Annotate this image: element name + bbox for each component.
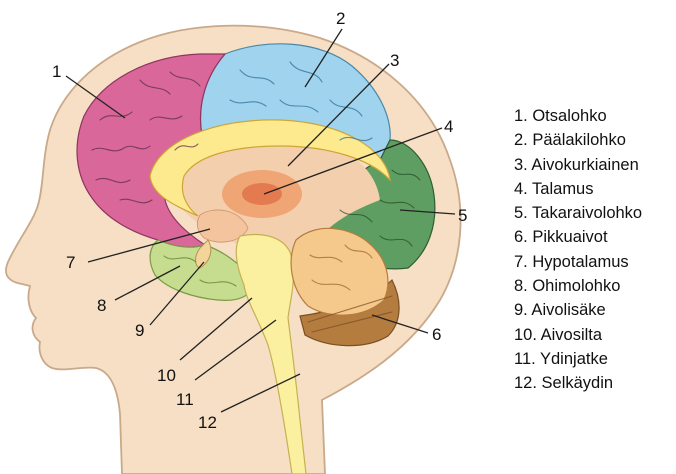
label-2: 2 [336, 9, 345, 28]
legend-item: 6. Pikkuaivot [514, 225, 642, 249]
label-3: 3 [390, 51, 399, 70]
thalamus-core [242, 183, 282, 205]
label-11: 11 [176, 390, 194, 409]
label-6: 6 [432, 325, 441, 344]
label-10: 10 [157, 366, 176, 385]
legend-item: 2. Päälakilohko [514, 128, 642, 152]
label-7: 7 [66, 253, 75, 272]
label-9: 9 [135, 321, 144, 340]
legend-item: 4. Talamus [514, 177, 642, 201]
legend-item: 9. Aivolisäke [514, 298, 642, 322]
legend-item: 11. Ydinjatke [514, 347, 642, 371]
label-5: 5 [458, 206, 467, 225]
legend-item: 8. Ohimolohko [514, 274, 642, 298]
legend-item: 7. Hypotalamus [514, 250, 642, 274]
legend-item: 1. Otsalohko [514, 104, 642, 128]
label-4: 4 [444, 117, 453, 136]
legend-item: 3. Aivokurkiainen [514, 153, 642, 177]
legend-item: 10. Aivosilta [514, 323, 642, 347]
label-8: 8 [97, 296, 106, 315]
label-12: 12 [198, 413, 217, 432]
legend-item: 5. Takaraivolohko [514, 201, 642, 225]
legend-item: 12. Selkäydin [514, 371, 642, 395]
label-1: 1 [52, 62, 61, 81]
legend: 1. Otsalohko 2. Päälakilohko 3. Aivokurk… [514, 104, 642, 396]
